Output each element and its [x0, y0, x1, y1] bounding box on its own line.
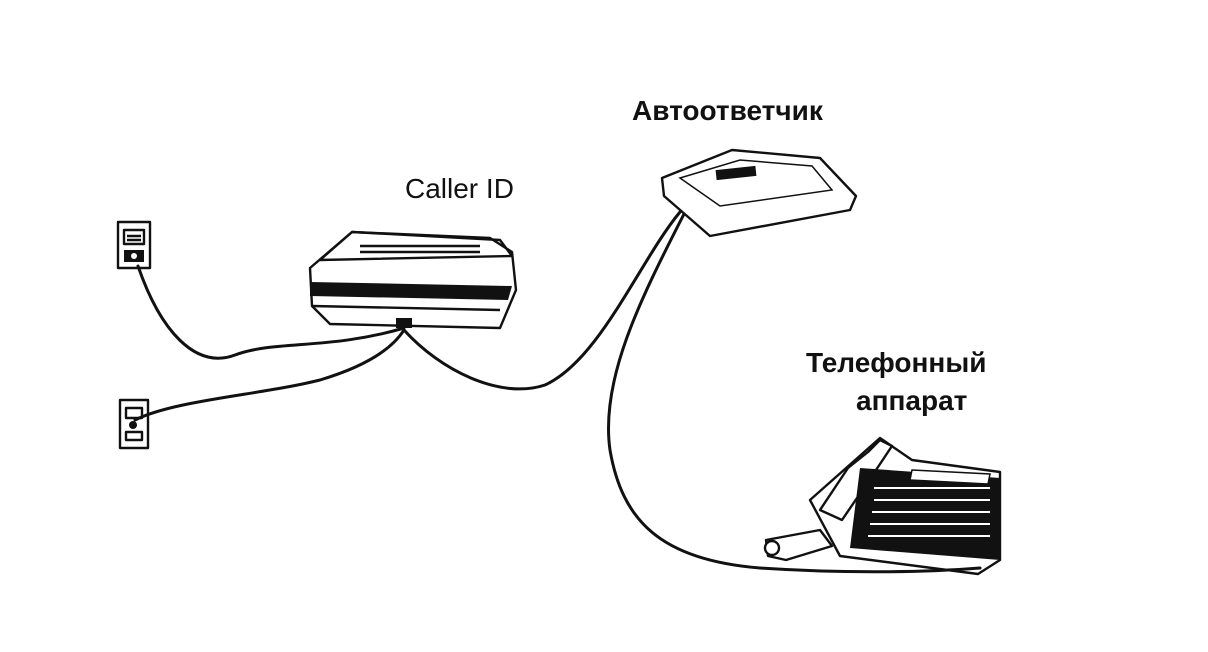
answering-machine-icon: [660, 148, 858, 238]
cables: [133, 210, 982, 574]
telephone-label-line2: аппарат: [856, 385, 967, 416]
telephone-apparatus-icon: [763, 436, 1002, 576]
cable-answering-machine-to-telephone: [606, 212, 982, 574]
cable-caller-id-to-answering-machine: [402, 210, 682, 391]
wall-jack-top-icon: [116, 220, 152, 270]
caller-id-device-icon: [308, 230, 518, 330]
caller-id-label: Caller ID: [405, 173, 514, 204]
telephone-label-line1: Телефонный: [806, 347, 986, 378]
cable-jack-top-to-caller-id: [136, 264, 406, 360]
cable-jack-bottom-to-caller-id: [133, 328, 406, 422]
wall-jack-bottom-icon: [118, 398, 150, 450]
answering-machine-label: Автоответчик: [632, 95, 824, 126]
